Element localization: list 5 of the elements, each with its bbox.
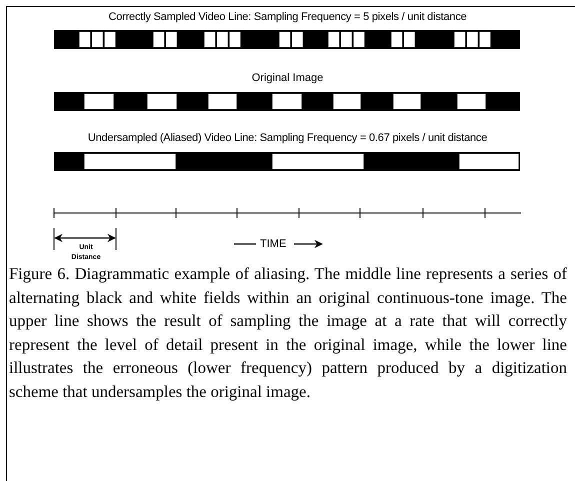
figure-caption: Figure 6. Diagrammatic example of aliasing. The middle line represents a series of alternating black and white fields within an original continuous-tone image. The upper line shows the result of sampling the image at a rate that will correctly represent the level of detail present in the original image, while the lower line illustrates the erroneous (lower frequency) pattern produced by a digitization scheme that undersamples the original image.	[9, 263, 567, 403]
bar-title: Correctly Sampled Video Line: Sampling Frequency = 5 pixels / unit distance	[107, 10, 468, 24]
bar-title: Undersampled (Aliased) Video Line: Sampling Frequency = 0.67 pixels / unit distance	[86, 131, 488, 145]
axis-label: TIME	[260, 237, 286, 251]
bar-title: Original Image	[250, 71, 324, 85]
